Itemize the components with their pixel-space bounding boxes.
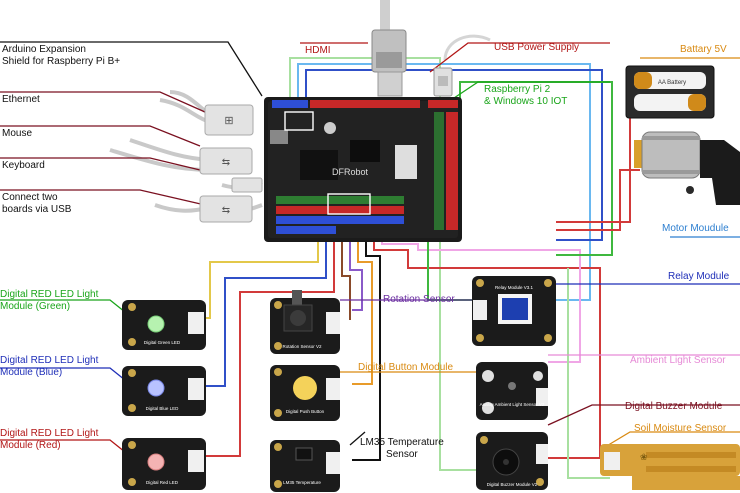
label-hdmi: HDMI <box>305 45 331 56</box>
usb-power-connector <box>433 67 453 97</box>
lm35-board-text: LM35 Temperature <box>283 480 321 485</box>
svg-text:⇆: ⇆ <box>222 205 230 216</box>
main-board: DFRobot <box>264 97 462 242</box>
label-battery: Battary 5V <box>680 44 727 55</box>
label-button: Digital Button Module <box>358 362 454 373</box>
blue-board-text: Digital Blue LED <box>146 406 180 411</box>
button-module: Digital Push Button <box>270 365 340 421</box>
label-soil: Soil Moisture Sensor <box>634 423 727 434</box>
relay-board-text: Relay Module V3.1 <box>495 285 534 290</box>
rotation-board-text: Rotation Sensor V2 <box>282 344 322 349</box>
label-keyboard: Keyboard <box>2 160 45 171</box>
label-ambient: Ambient Light Sensor <box>630 355 726 366</box>
board-plugs: ⊞ ⇆ ⇆ <box>199 104 263 223</box>
svg-text:⇆: ⇆ <box>222 157 230 168</box>
ambient-board-text: Analog Ambient Light Sensor V2 <box>480 402 545 407</box>
lm35-module: LM35 Temperature <box>270 440 340 492</box>
label-usb-link: Connect two boards via USB <box>2 192 72 215</box>
label-shield: Arduino Expansion Shield for Raspberry P… <box>2 44 121 67</box>
battery-pack: AA Battery <box>625 65 715 119</box>
led-green-module: Digital Green LED <box>122 300 206 350</box>
label-led-green: Digital RED LED Light Module (Green) <box>0 289 99 312</box>
ambient-light-module: Analog Ambient Light Sensor V2 <box>476 362 548 420</box>
button-board-text: Digital Push Button <box>286 409 325 414</box>
svg-text:⊞: ⊞ <box>224 115 233 127</box>
svg-text:❀: ❀ <box>640 452 648 462</box>
green-board-text: Digital Green LED <box>144 340 181 345</box>
label-usb-power: USB Power Supply <box>494 42 580 53</box>
led-red-module: Digital Red LED <box>122 438 206 490</box>
buzzer-module: Digital Buzzer Module V2 <box>476 432 548 490</box>
relay-module: Relay Module V3.1 <box>472 276 556 346</box>
label-led-blue: Digital RED LED Light Module (Blue) <box>0 355 99 378</box>
label-ethernet: Ethernet <box>2 94 40 105</box>
led-blue-module: Digital Blue LED <box>122 366 206 416</box>
label-led-red: Digital RED LED Light Module (Red) <box>0 428 99 451</box>
leader-lines <box>0 41 740 453</box>
label-buzzer: Digital Buzzer Module <box>625 401 723 412</box>
label-motor: Motor Moudule <box>662 223 729 234</box>
rotation-sensor-module: Rotation Sensor V2 <box>270 290 340 354</box>
red-board-text: Digital Red LED <box>146 480 179 485</box>
label-rotation: Rotation Sensor <box>383 294 455 305</box>
buzzer-board-text: Digital Buzzer Module V2 <box>487 482 538 487</box>
battery-label: AA Battery <box>658 80 686 86</box>
label-rpi: Raspberry Pi 2 & Windows 10 IOT <box>484 84 568 107</box>
soil-moisture-module: ❀ <box>600 444 740 490</box>
hdmi-connector <box>371 29 407 97</box>
label-relay: Relay Module <box>668 271 730 282</box>
label-mouse: Mouse <box>2 128 33 139</box>
motor-module <box>634 131 740 205</box>
label-lm35: LM35 Temperature Sensor <box>360 437 444 460</box>
svg-text:DFRobot: DFRobot <box>332 167 369 177</box>
